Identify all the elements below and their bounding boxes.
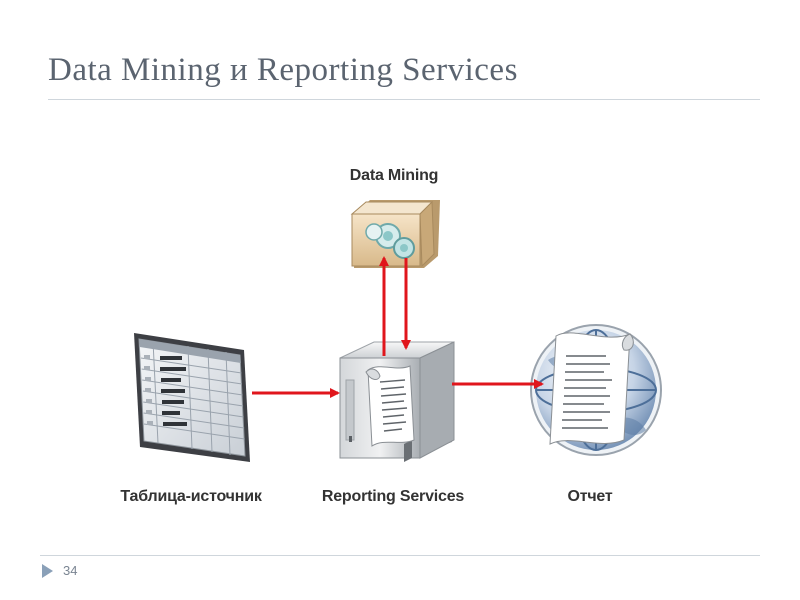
data-mining-label: Data Mining bbox=[349, 167, 439, 184]
slide-title: Data Mining и Reporting Services bbox=[48, 52, 518, 88]
report-document-icon bbox=[549, 332, 634, 445]
title-divider bbox=[48, 99, 760, 100]
source-table-label: Таблица-источник bbox=[120, 488, 262, 505]
report-page-icon bbox=[365, 365, 415, 447]
footer-divider bbox=[40, 555, 760, 556]
data-mining-cube-icon bbox=[350, 200, 440, 268]
page-number: 34 bbox=[63, 563, 78, 578]
report-label: Отчет bbox=[567, 488, 613, 505]
page-marker-icon bbox=[42, 564, 53, 578]
reporting-services-label: Reporting Services bbox=[321, 488, 465, 505]
report-globe-icon bbox=[530, 324, 662, 456]
reporting-server-icon bbox=[339, 341, 455, 462]
source-table-icon bbox=[134, 333, 250, 462]
